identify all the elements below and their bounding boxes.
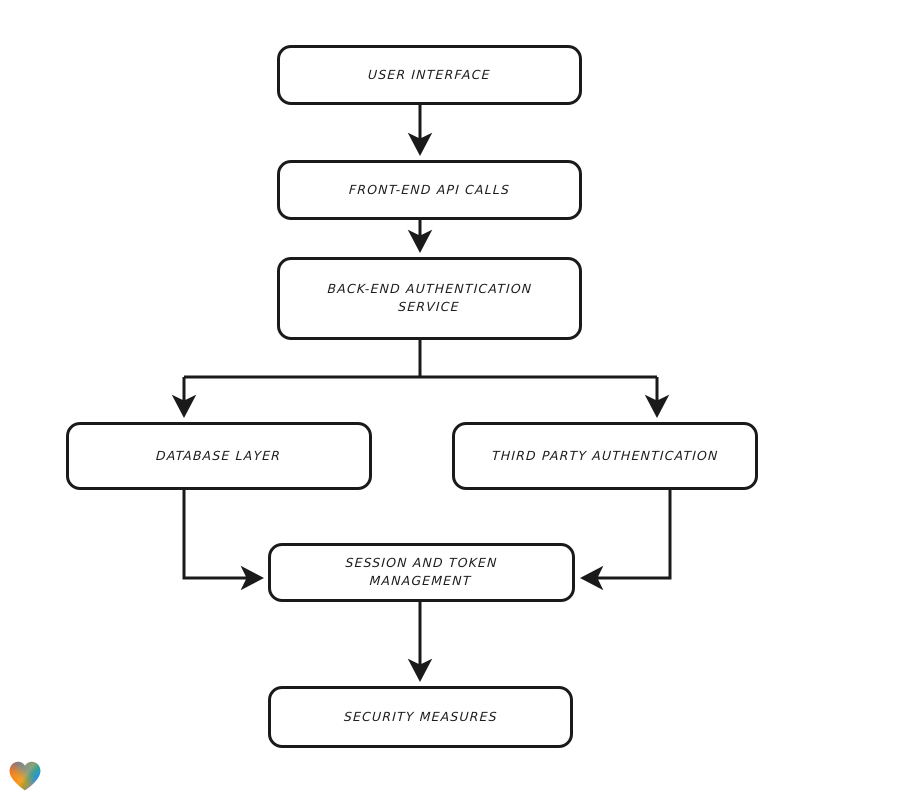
node-label: Database Layer (156, 447, 282, 463)
node-back-end-authentication-service[interactable]: Back-End Authentication Service (277, 257, 582, 340)
node-label: Front-End API Calls (348, 181, 511, 197)
edge-thirdparty-to-session (580, 490, 672, 591)
edge-database-to-session (182, 490, 264, 591)
node-third-party-authentication[interactable]: Third Party Authentication (452, 422, 758, 490)
node-label: User Interface (367, 66, 492, 82)
node-user-interface[interactable]: User Interface (277, 45, 582, 105)
node-label: Back-End Authentication Service (327, 281, 533, 315)
node-database-layer[interactable]: Database Layer (66, 422, 372, 490)
node-session-and-token-management[interactable]: Session and Token Management (268, 543, 575, 602)
node-security-measures[interactable]: Security Measures (268, 686, 573, 748)
node-label: Third Party Authentication (491, 447, 719, 463)
node-label: Security Measures (343, 708, 498, 724)
node-front-end-api-calls[interactable]: Front-End API Calls (277, 160, 582, 220)
heart-icon (9, 761, 41, 791)
node-label: Session and Token Management (345, 555, 499, 589)
